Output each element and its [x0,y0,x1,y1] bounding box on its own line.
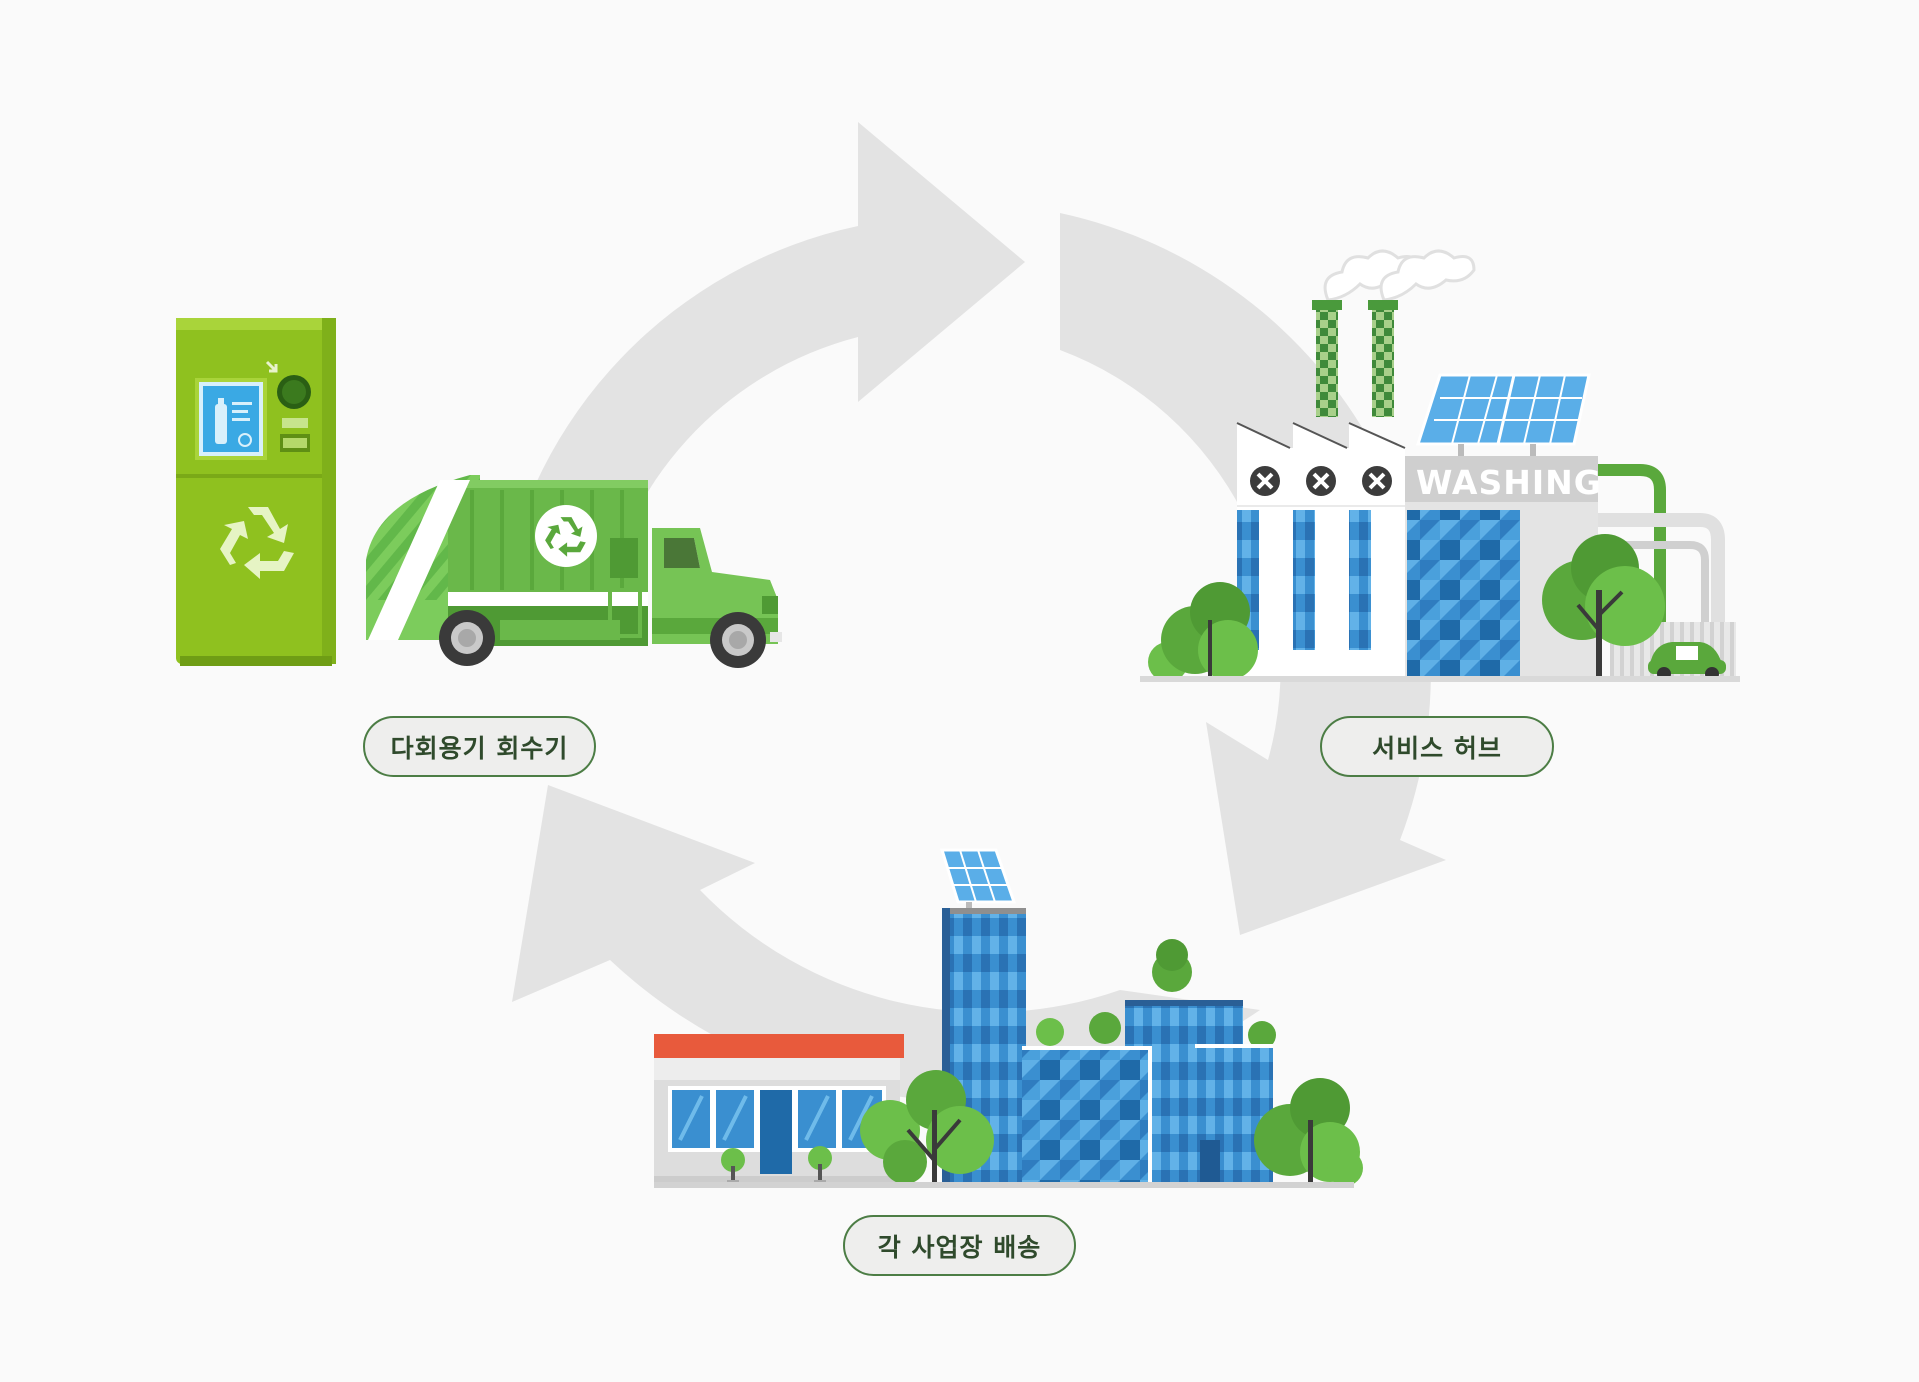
tree-icon [1148,582,1258,682]
arrow-delivery-to-kiosk [512,785,1260,1102]
bottle-icon [215,398,227,444]
smoke-icon [1323,249,1476,302]
tree-icon [1254,1078,1363,1186]
hub-sign: WASHING [1416,463,1602,502]
delivery-buildings [654,848,1363,1188]
solar-panel-icon [1415,373,1591,456]
label-service-hub: 서비스 허브 [1320,716,1554,777]
tree-icon [1542,534,1665,680]
fan-icon [1250,466,1392,496]
label-kiosk: 다회용기 회수기 [363,716,596,777]
store [654,1034,904,1186]
recycling-kiosk [176,318,336,666]
recycle-icon [220,507,294,579]
solar-panel-icon [939,848,1017,912]
tree-icon [860,1070,994,1186]
label-delivery: 각 사업장 배송 [843,1215,1076,1276]
recycle-icon [545,517,586,557]
service-hub-factory: WASHING [1140,249,1740,682]
car-icon [1648,642,1726,681]
garbage-truck [366,475,782,668]
